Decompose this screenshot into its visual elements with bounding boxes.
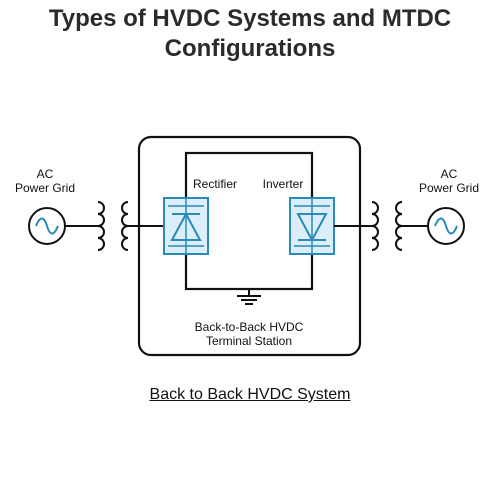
page-title: Types of HVDC Systems and MTDC Configura… (0, 4, 500, 64)
rectifier-label: Rectifier (193, 177, 237, 191)
title-line-2: Configurations (164, 35, 336, 62)
right-transformer-icon (371, 201, 403, 251)
right-grid-label-line2: Power Grid (419, 181, 479, 195)
ground-icon (237, 289, 261, 305)
left-transformer-icon (97, 201, 129, 251)
terminal-station-box (137, 135, 362, 357)
right-ac-source-icon (427, 207, 465, 245)
station-label-line2: Terminal Station (206, 334, 292, 348)
left-ac-source-icon (28, 207, 66, 245)
title-line-1: Types of HVDC Systems and MTDC (48, 5, 452, 32)
inverter-label: Inverter (263, 177, 304, 191)
diagram-caption: Back to Back HVDC System (149, 386, 351, 403)
station-label-line1: Back-to-Back HVDC (195, 320, 304, 334)
left-grid-label-line2: Power Grid (15, 181, 75, 195)
left-grid-label-line1: AC (37, 167, 54, 181)
rectifier-icon (163, 197, 209, 255)
inverter-icon (289, 197, 335, 255)
right-grid-label-line1: AC (441, 167, 458, 181)
